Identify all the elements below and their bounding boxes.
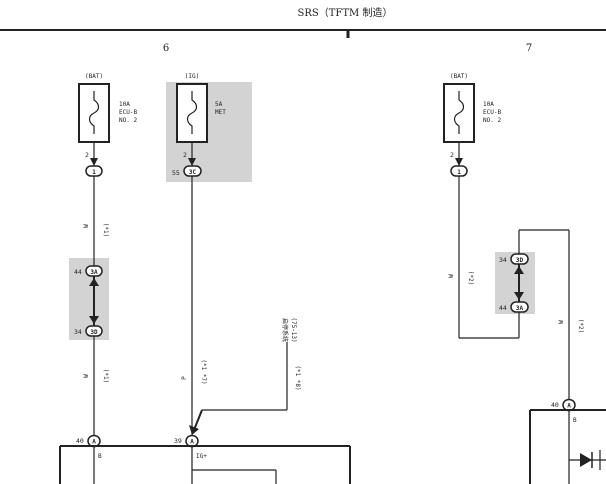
wire-color-label: P: [181, 376, 188, 380]
wire-note-label: (*1): [102, 223, 109, 237]
fuse-symbol-icon: [186, 91, 198, 134]
fuse-source-label: (BAT): [85, 73, 103, 80]
fuse-symbol-icon: [88, 91, 100, 134]
diode-icon: [580, 453, 592, 467]
connector-pin-number: 40: [76, 437, 84, 445]
connector-a-left: 40 A: [76, 434, 101, 448]
connector-pin-number: 39: [174, 437, 182, 445]
fuse-pin-number: 2: [183, 151, 187, 159]
wire-color-label: W: [448, 274, 455, 278]
junction-pin-number: 44: [499, 304, 507, 312]
fuse-name-line1: ECU-B: [119, 109, 137, 116]
connector-a-right: 40 A: [551, 398, 576, 412]
svg-text:A: A: [567, 403, 571, 410]
arrow-down-icon: [90, 158, 98, 166]
section-number-right: 7: [526, 43, 532, 54]
page-title: SRS（TFTM 制造）: [298, 6, 393, 19]
svg-text:A: A: [92, 439, 96, 446]
fuse-rating: 5A: [215, 101, 223, 108]
arrow-up-icon: [514, 266, 524, 274]
fuse-pin-number: 2: [85, 151, 89, 159]
connector-wire-label: IG+: [196, 453, 207, 460]
junction-pin-number: 34: [499, 256, 507, 264]
fuse-pin-number: 2: [450, 151, 454, 159]
fuse-rating: 10A: [119, 101, 130, 108]
arrow-up-icon: [89, 278, 99, 286]
fuse-name-line1: MET: [215, 109, 226, 116]
arrow-down-icon: [89, 316, 99, 324]
fuse-rating: 10A: [483, 101, 494, 108]
annotation-ref: (75-13): [290, 317, 297, 342]
svg-text:A: A: [190, 439, 194, 446]
fuse-source-label: (BAT): [450, 73, 468, 80]
connector-pin-number: 55: [172, 169, 180, 177]
wire-color-label: W: [83, 224, 90, 228]
junction-pin-number: 44: [74, 268, 82, 276]
wire-color-label: W: [83, 374, 90, 378]
junction-3d-left: 34 3D: [74, 325, 103, 337]
connector-1-left: 1: [85, 165, 103, 177]
fuse-name-line2: NO. 2: [483, 117, 501, 124]
fuse-name-line2: NO. 2: [119, 117, 137, 124]
junction-3d-right: 34 3D: [499, 253, 529, 265]
wire-note-label: (*1 *7): [200, 359, 207, 384]
arrow-icon: [189, 425, 199, 435]
fuse-source-label: (IG): [185, 73, 199, 80]
connector-wire-label: B: [573, 417, 577, 424]
arrow-down-icon: [188, 158, 196, 166]
svg-text:3A: 3A: [516, 305, 524, 312]
svg-text:3C: 3C: [189, 169, 197, 176]
svg-text:3D: 3D: [516, 257, 524, 264]
section-number-left: 6: [163, 43, 169, 54]
wire-note-label: (*1 *8): [294, 365, 301, 390]
arrow-down-icon: [455, 158, 463, 166]
connector-a-mid: 39 A: [174, 434, 199, 448]
wire-note-label: (*2): [577, 319, 584, 333]
junction-3a-left: 44 3A: [74, 265, 103, 277]
wire-note-label: (*1): [102, 369, 109, 383]
junction-pin-number: 34: [74, 328, 82, 336]
connector-wire-label: B: [98, 453, 102, 460]
connector-1-right: 1: [450, 165, 468, 177]
junction-3a-right: 44 3A: [499, 301, 529, 313]
annotation-label: 启停系统: [281, 318, 289, 342]
svg-text:3A: 3A: [90, 269, 98, 276]
svg-text:1: 1: [92, 169, 96, 176]
svg-text:3D: 3D: [90, 329, 98, 336]
fuse-ig-mid: (IG) 5A MET 2: [176, 73, 226, 166]
fuse-bat-left: (BAT) 10A ECU-B NO. 2 2: [78, 73, 137, 166]
wire-note-label: (*2): [467, 271, 474, 285]
wire-color-label: W: [558, 320, 565, 324]
fuse-bat-right: (BAT) 10A ECU-B NO. 2 2: [443, 73, 501, 166]
fuse-name-line1: ECU-B: [483, 109, 501, 116]
svg-text:1: 1: [457, 169, 461, 176]
arrow-down-icon: [514, 292, 524, 300]
connector-pin-number: 40: [551, 401, 559, 409]
fuse-symbol-icon: [453, 91, 465, 134]
